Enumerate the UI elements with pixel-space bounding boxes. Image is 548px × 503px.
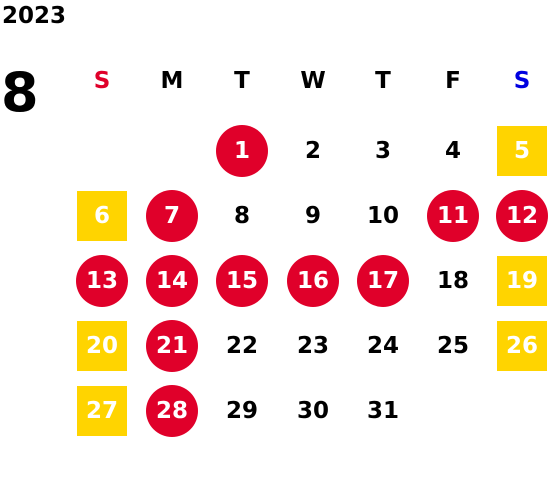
calendar-day[interactable]: 18: [436, 268, 469, 294]
calendar-day[interactable]: 16: [287, 255, 339, 307]
calendar-day[interactable]: 21: [146, 320, 198, 372]
calendar-day[interactable]: 14: [146, 255, 198, 307]
calendar-day[interactable]: 24: [366, 333, 399, 359]
weekday-header: S: [513, 68, 531, 94]
weekday-header: F: [445, 68, 461, 94]
calendar-day[interactable]: 17: [357, 255, 409, 307]
calendar-day[interactable]: 28: [146, 385, 198, 437]
calendar-day[interactable]: 4: [444, 138, 461, 164]
calendar-day[interactable]: 13: [76, 255, 128, 307]
calendar-day[interactable]: 1: [216, 125, 268, 177]
calendar-month: 8: [1, 61, 39, 124]
calendar-day[interactable]: 23: [296, 333, 329, 359]
calendar-day[interactable]: 2: [304, 138, 321, 164]
calendar-day[interactable]: 8: [233, 203, 250, 229]
calendar-day[interactable]: 11: [427, 190, 479, 242]
calendar-day[interactable]: 26: [497, 321, 547, 371]
weekday-header: T: [234, 68, 250, 94]
calendar-day[interactable]: 25: [436, 333, 469, 359]
calendar-day[interactable]: 7: [146, 190, 198, 242]
calendar-day[interactable]: 10: [366, 203, 399, 229]
calendar-day[interactable]: 22: [225, 333, 258, 359]
calendar-day[interactable]: 31: [366, 398, 399, 424]
weekday-header: W: [300, 68, 326, 94]
calendar-day[interactable]: 3: [374, 138, 391, 164]
calendar-day[interactable]: 15: [216, 255, 268, 307]
calendar-day[interactable]: 9: [304, 203, 321, 229]
calendar-day[interactable]: 27: [77, 386, 127, 436]
weekday-header: M: [160, 68, 184, 94]
weekday-header: T: [375, 68, 391, 94]
calendar-day[interactable]: 19: [497, 256, 547, 306]
calendar-day[interactable]: 29: [225, 398, 258, 424]
calendar-year: 2023: [2, 3, 67, 29]
calendar-day[interactable]: 6: [77, 191, 127, 241]
calendar-day[interactable]: 20: [77, 321, 127, 371]
weekday-header: S: [93, 68, 111, 94]
calendar-day[interactable]: 30: [296, 398, 329, 424]
calendar-day[interactable]: 5: [497, 126, 547, 176]
calendar-day[interactable]: 12: [496, 190, 548, 242]
